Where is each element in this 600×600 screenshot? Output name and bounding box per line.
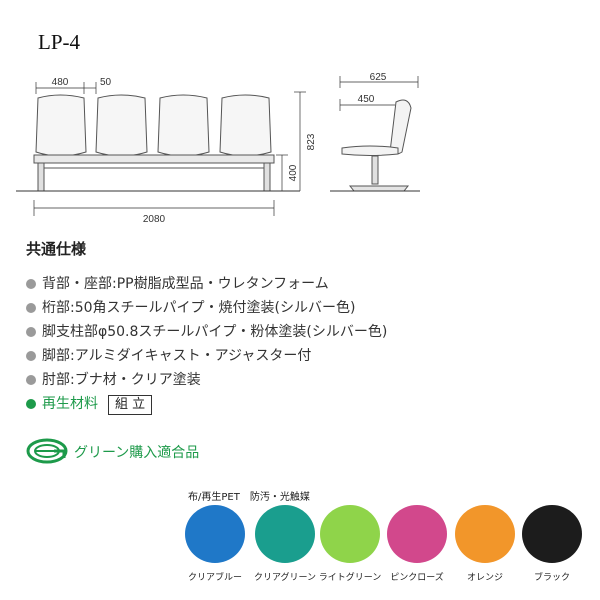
swatch-pink-rose bbox=[387, 505, 447, 563]
bullet-icon bbox=[26, 351, 36, 361]
recycled-row: 再生材料組 立 bbox=[26, 392, 387, 416]
swatch-orange bbox=[455, 505, 515, 563]
side-seat bbox=[341, 145, 399, 156]
seat-backs bbox=[35, 94, 272, 157]
dim-total-width: 2080 bbox=[143, 214, 166, 225]
model-number: LP-4 bbox=[38, 30, 80, 54]
green-purchase-label: グリーン購入適合品 bbox=[74, 445, 200, 461]
swatch-light-green bbox=[320, 505, 380, 563]
leg bbox=[37, 162, 45, 192]
swatch-black bbox=[522, 505, 582, 563]
assembly-badge: 組 立 bbox=[108, 395, 153, 415]
side-backrest bbox=[389, 99, 412, 155]
dim-seat-depth: 450 bbox=[358, 94, 375, 105]
product-drawing: 480 50 2080 400 823 625 450 bbox=[16, 72, 420, 225]
recycled-bullet-icon bbox=[26, 399, 36, 409]
green-mark-icon bbox=[26, 438, 68, 464]
green-purchase-row: グリーン購入適合品 bbox=[26, 438, 199, 464]
dim-seat-height: 400 bbox=[288, 164, 299, 181]
dim-seat-width: 480 bbox=[52, 77, 69, 88]
spec-list: 背部・座部:PP樹脂成型品・ウレタンフォーム 桁部:50角スチールパイプ・焼付塗… bbox=[26, 272, 387, 416]
swatch-label: クリアブルー bbox=[187, 573, 242, 583]
bullet-icon bbox=[26, 279, 36, 289]
spec-title: 共通仕様 bbox=[26, 240, 87, 258]
swatch-label: ピンクローズ bbox=[390, 573, 444, 583]
front-view bbox=[16, 82, 306, 216]
spec-item: 脚部:アルミダイキャスト・アジャスター付 bbox=[26, 344, 387, 368]
spec-item: 背部・座部:PP樹脂成型品・ウレタンフォーム bbox=[26, 272, 387, 296]
spec-item: 肘部:ブナ材・クリア塗装 bbox=[26, 368, 387, 392]
dim-pitch-gap: 50 bbox=[100, 77, 112, 88]
bullet-icon bbox=[26, 375, 36, 385]
swatch-label: ブラック bbox=[533, 573, 570, 583]
swatch-label: クリアグリーン bbox=[253, 573, 317, 583]
swatch-clear-green bbox=[255, 505, 315, 563]
swatch-clear-blue bbox=[185, 505, 245, 563]
bullet-icon bbox=[26, 327, 36, 337]
swatch-label: オレンジ bbox=[466, 573, 503, 583]
swatch-label: ライトグリーン bbox=[318, 573, 382, 583]
dim-height: 823 bbox=[306, 133, 317, 150]
side-view bbox=[330, 76, 420, 192]
beam bbox=[33, 154, 275, 164]
dim-depth: 625 bbox=[370, 72, 387, 83]
bullet-icon bbox=[26, 303, 36, 313]
spec-item: 桁部:50角スチールパイプ・焼付塗装(シルバー色) bbox=[26, 296, 387, 320]
spec-item: 脚支柱部φ50.8スチールパイプ・粉体塗装(シルバー色) bbox=[26, 320, 387, 344]
material-caption: 布/再生PET 防汚・光触媒 bbox=[188, 492, 310, 503]
leg bbox=[263, 162, 271, 192]
recycled-label: 再生材料 bbox=[42, 396, 98, 412]
